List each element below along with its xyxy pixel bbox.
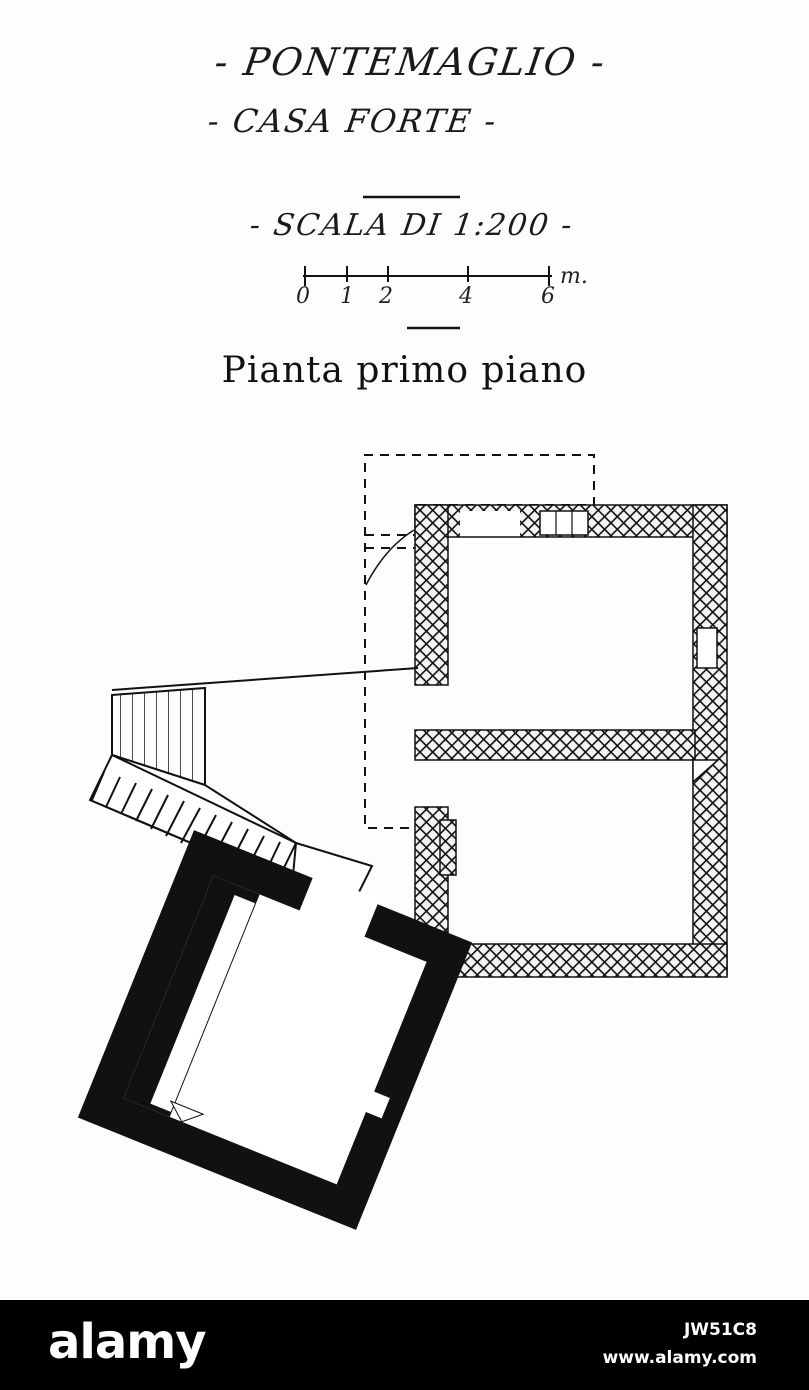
stair-connection-line bbox=[111, 667, 419, 691]
exterior-staircase bbox=[88, 686, 298, 882]
scale-bar bbox=[303, 266, 552, 286]
site-url-label: www.alamy.com bbox=[602, 1348, 757, 1368]
watermark-footer: alamy JW51C8 www.alamy.com bbox=[0, 1300, 809, 1390]
annex-tower bbox=[77, 830, 473, 1230]
scale-tick-6: 6 bbox=[541, 284, 555, 309]
door-swing-arc bbox=[365, 529, 415, 586]
scale-tick-0: 0 bbox=[296, 284, 310, 309]
main-building-openings bbox=[460, 510, 720, 784]
main-building-walls bbox=[414, 504, 728, 978]
scale-unit: m. bbox=[560, 264, 588, 289]
brand-logo: alamy bbox=[48, 1314, 207, 1370]
image-id-label: JW51C8 bbox=[683, 1320, 757, 1340]
scale-tick-2: 2 bbox=[379, 284, 393, 309]
header-decoration bbox=[363, 195, 460, 330]
floor-plan-drawing bbox=[77, 454, 728, 1230]
plan-caption: Pianta primo piano bbox=[221, 350, 588, 391]
scale-tick-1: 1 bbox=[340, 284, 354, 309]
wall-niche bbox=[692, 759, 720, 784]
scale-tick-4: 4 bbox=[459, 284, 473, 309]
